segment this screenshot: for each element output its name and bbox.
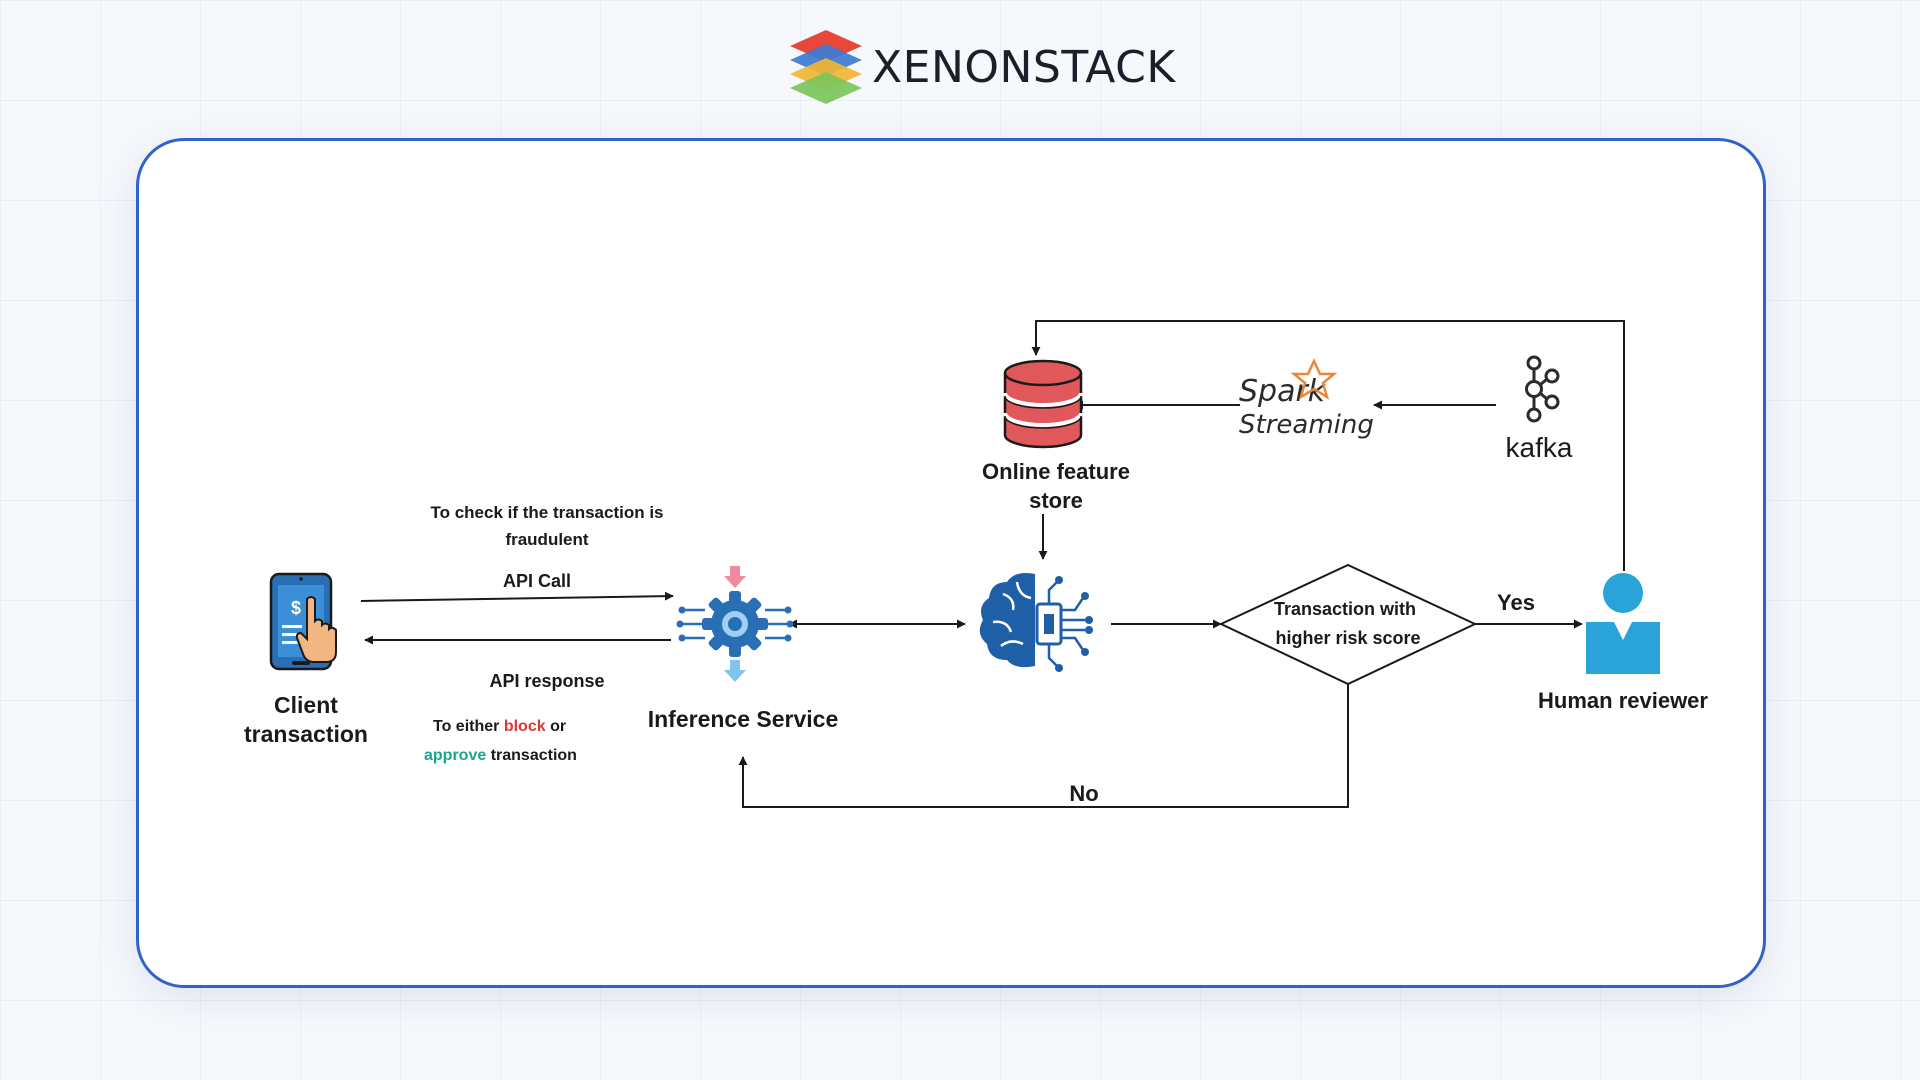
phone-payment-icon: $ (269, 572, 337, 671)
store-label-line2: store (1029, 488, 1083, 513)
inference-label: Inference Service (648, 706, 839, 732)
store-label-line1: Online feature (982, 459, 1130, 484)
approve-label: approve transaction (424, 747, 577, 764)
approve-word: approve (424, 747, 486, 764)
yes-label: Yes (1497, 590, 1535, 615)
decision-label-line1: Transaction with (1274, 599, 1416, 619)
brand-header: XENONSTACK (786, 26, 1175, 110)
decision-diamond (1218, 563, 1478, 686)
no-feedback-arrow (738, 684, 1349, 808)
client-label-line2: transaction (244, 721, 368, 747)
no-label: No (1069, 781, 1098, 806)
api-call-arrow (360, 591, 674, 602)
kafka-logo-icon (1525, 355, 1560, 423)
block-word: block (504, 718, 546, 735)
api-response-label: API response (489, 671, 604, 691)
fraud-detection-diagram: $ (244, 320, 1708, 808)
reviewer-label: Human reviewer (1538, 688, 1708, 713)
decision-label-line2: higher risk score (1275, 628, 1420, 648)
check-label-line2: fraudulent (505, 530, 588, 549)
human-reviewer-icon (1586, 573, 1660, 674)
ai-brain-icon (979, 573, 1093, 672)
inference-gear-icon (676, 566, 794, 682)
diagram-card: $ (136, 138, 1766, 988)
check-label-line1: To check if the transaction is (430, 503, 663, 522)
kafka-label: kafka (1506, 432, 1573, 463)
client-label-line1: Client (274, 692, 338, 718)
either-label: To either block or (433, 718, 566, 735)
spark-logo-icon: Spark Streaming (1239, 358, 1374, 440)
xenonstack-logo-icon (790, 30, 862, 104)
streaming-label: Streaming (1239, 410, 1374, 440)
api-call-label: API Call (503, 571, 571, 591)
spark-label: Spark (1239, 374, 1327, 409)
svg-text:$: $ (291, 598, 301, 618)
reviewer-feedback-arrow (1031, 320, 1625, 571)
brand-name: XENONSTACK (872, 42, 1176, 93)
database-icon (1003, 359, 1083, 449)
